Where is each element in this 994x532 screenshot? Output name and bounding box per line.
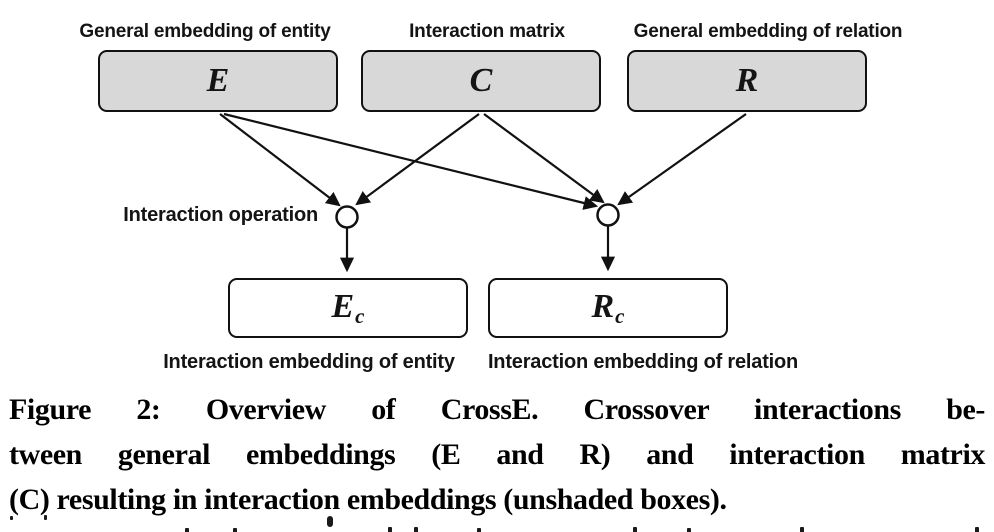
box-general-embedding-relation-R: R bbox=[627, 50, 867, 112]
label-interaction-embedding-of-relation: Interaction embedding of relation bbox=[487, 351, 799, 373]
diagram-connectors bbox=[219, 112, 747, 273]
symbol-C: C bbox=[469, 62, 493, 99]
label-general-embedding-of-entity: General embedding of entity bbox=[79, 21, 331, 42]
box-interaction-matrix-C: C bbox=[361, 50, 601, 112]
arrow-c-to-right-circle bbox=[483, 113, 605, 204]
label-interaction-operation: Interaction operation bbox=[123, 204, 318, 226]
interaction-operation-circle-left bbox=[335, 205, 359, 229]
symbol-Rc: Rc bbox=[591, 287, 625, 328]
figure-caption: Figure 2: Overview of CrossE. Crossover … bbox=[0, 387, 994, 522]
caption-line-3: (C) resulting in interaction embeddings … bbox=[9, 483, 727, 516]
box-interaction-embedding-relation-Rc: Rc bbox=[488, 278, 728, 338]
symbol-Ec: Ec bbox=[331, 287, 365, 328]
arrow-e-to-right-circle bbox=[223, 112, 599, 210]
box-interaction-embedding-entity-Ec: Ec bbox=[228, 278, 468, 338]
caption-line-2: tween general embeddings (E and R) and i… bbox=[9, 438, 985, 471]
label-interaction-matrix: Interaction matrix bbox=[409, 21, 565, 42]
label-general-embedding-of-relation: General embedding of relation bbox=[633, 21, 903, 42]
arrow-e-to-left-circle bbox=[219, 113, 341, 207]
arrow-c-to-left-circle bbox=[355, 113, 480, 206]
symbol-E: E bbox=[206, 62, 230, 99]
symbol-R: R bbox=[735, 62, 759, 99]
caption-line-1: Figure 2: Overview of CrossE. Crossover … bbox=[9, 393, 985, 426]
arrow-r-to-right-circle bbox=[617, 113, 747, 206]
box-general-embedding-entity-E: E bbox=[98, 50, 338, 112]
interaction-operation-circle-right bbox=[596, 203, 620, 227]
label-interaction-embedding-of-entity: Interaction embedding of entity bbox=[163, 351, 455, 373]
